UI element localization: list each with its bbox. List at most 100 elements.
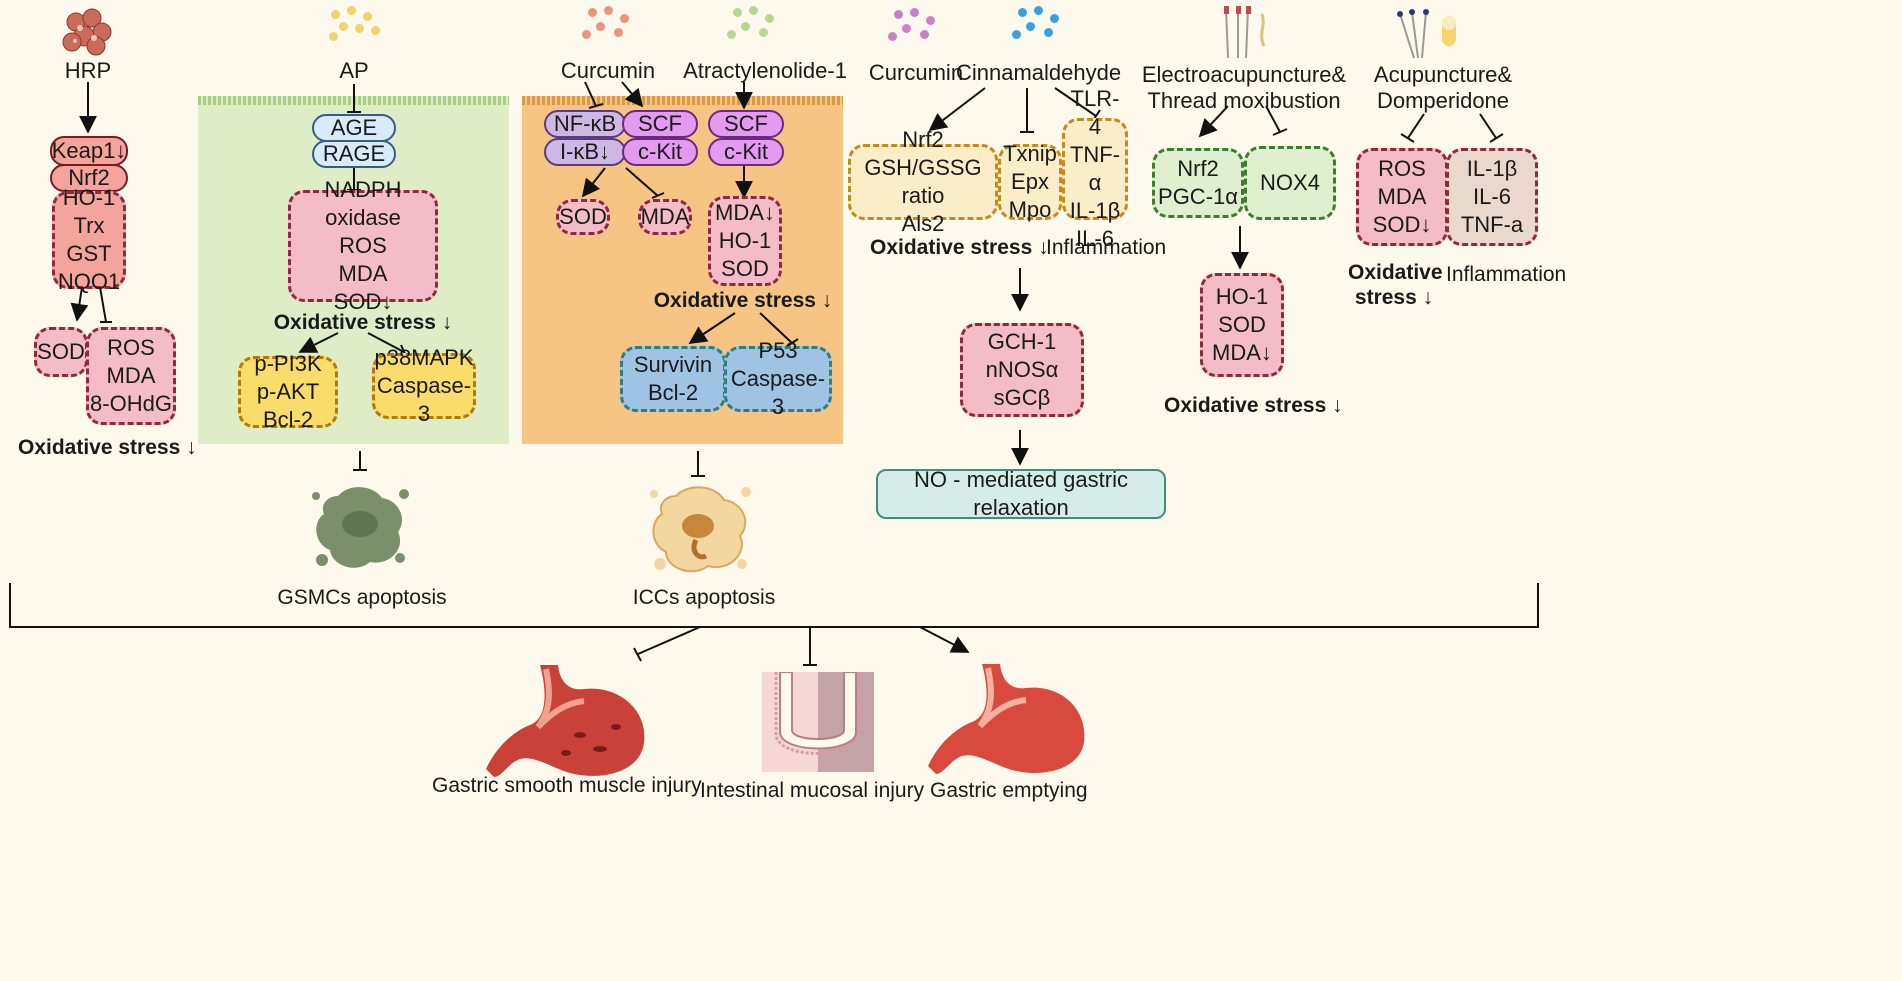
target-item: Trx xyxy=(73,213,105,238)
marker-item: SOD xyxy=(721,256,769,281)
intestinal-mucosal-injury-label: Intestinal mucosal injury xyxy=(700,779,925,802)
curcumin-particles-icon xyxy=(580,6,640,39)
marker-item: Nrf2 xyxy=(902,127,944,152)
tlr4-cytokines-box: TLR-4 TNF-α IL-1β IL-6 xyxy=(1062,86,1128,251)
atractylenolide-particles-icon xyxy=(725,6,785,39)
marker-item: MDA↓ xyxy=(1212,340,1272,365)
pi3k-akt-box: p-PI3K p-AKT Bcl-2 xyxy=(238,351,338,432)
gsmc-apoptotic-cell-icon xyxy=(312,487,409,568)
txnip-box: Txnip Epx Mpo xyxy=(998,141,1062,222)
marker-item: NADPH oxidase xyxy=(324,177,402,230)
marker-item: TLR-4 xyxy=(1070,86,1120,139)
scf-pill-2: SCF xyxy=(708,110,784,138)
marker-item: Epx xyxy=(1011,169,1049,194)
marker-item: Txnip xyxy=(1003,141,1057,166)
marker-item: SOD xyxy=(1218,312,1266,337)
acupuncture-needles-icon xyxy=(1224,6,1266,59)
atractylenolide-label: Atractylenolide-1 xyxy=(683,58,847,83)
healthy-stomach-icon xyxy=(928,664,1085,774)
signal-item: Survivin xyxy=(633,352,713,377)
signal-item: p38MAPK xyxy=(374,345,474,370)
signal-item: p-PI3K xyxy=(254,351,322,376)
iccs-apoptosis-label: ICCs apoptosis xyxy=(632,586,776,609)
acupuncture-domperidone-label: Acupuncture& Domperidone xyxy=(1370,62,1516,114)
gastric-smooth-muscle-injury-label: Gastric smooth muscle injury xyxy=(432,774,702,797)
membrane-stripe xyxy=(522,96,843,105)
marker-item: IL-1β xyxy=(1069,198,1121,223)
marker-item: MDA xyxy=(106,363,156,388)
signal-item: Caspase-3 xyxy=(730,366,826,419)
cinnamaldehyde-label: Cinnamaldehyde xyxy=(956,60,1122,85)
marker-item: nNOSα xyxy=(985,357,1059,382)
ckit-pill-1: c-Kit xyxy=(622,138,698,166)
signal-item: Caspase-3 xyxy=(376,373,472,426)
marker-item: SOD↓ xyxy=(1372,212,1432,237)
oxidative-stress-label-col6: Oxidative stress ↓ xyxy=(1348,260,1443,310)
nrf2-targets-box: HO-1 Trx GST NQO1 xyxy=(52,185,126,294)
ap-label: AP xyxy=(339,58,369,83)
curcumin-particles-icon-col4 xyxy=(886,8,946,41)
mda-ho1-sod-box: MDA↓ HO-1 SOD xyxy=(708,196,782,286)
marker-item: MDA xyxy=(338,261,388,286)
marker-item: ROS xyxy=(339,233,387,258)
signal-item: P53 xyxy=(758,338,798,363)
source-line: Domperidone xyxy=(1376,88,1510,113)
marker-item: Nrf2 xyxy=(1177,156,1219,181)
marker-item: Mpo xyxy=(1008,197,1052,222)
icc-apoptotic-cell-icon xyxy=(650,486,751,573)
ho1-sod-mda-box: HO-1 SOD MDA↓ xyxy=(1200,273,1284,377)
mda-box-col3: MDA xyxy=(638,199,692,235)
nox4-box: NOX4 xyxy=(1244,146,1336,220)
ap-particles-icon xyxy=(325,6,385,41)
hrp-label: HRP xyxy=(64,58,112,83)
gsmcs-apoptosis-label: GSMCs apoptosis xyxy=(277,586,447,609)
target-item: GST xyxy=(66,241,112,266)
marker-item: GCH-1 xyxy=(987,329,1057,354)
inflammation-label-col4: Inflammation xyxy=(1046,236,1167,259)
oxidative-stress-label-col5: Oxidative stress ↓ xyxy=(1164,394,1343,417)
marker-item: IL-1β xyxy=(1466,156,1518,181)
curcumin-label-col3: Curcumin xyxy=(560,58,656,83)
source-line: Acupuncture& xyxy=(1373,62,1513,87)
scf-pill-1: SCF xyxy=(622,110,698,138)
marker-item: IL-6 xyxy=(1076,226,1114,251)
source-line: Electroacupuncture& xyxy=(1141,62,1347,87)
curcumin-label-col4: Curcumin xyxy=(868,60,964,85)
ros-mda-sod-box-col6: ROS MDA SOD↓ xyxy=(1356,148,1448,246)
keap1-pill: Keap1↓ xyxy=(50,136,128,166)
age-pill: AGE xyxy=(312,114,396,142)
marker-item: sGCβ xyxy=(993,385,1051,410)
marker-item: HO-1 xyxy=(1215,284,1269,309)
injured-stomach-icon xyxy=(486,665,645,777)
signal-item: Bcl-2 xyxy=(262,407,314,432)
cytokines-box-col6: IL-1β IL-6 TNF-a xyxy=(1446,148,1538,246)
marker-item: ROS xyxy=(1378,156,1426,181)
marker-item: TNF-α xyxy=(1069,142,1121,195)
marker-item: SOD↓ xyxy=(333,289,393,314)
marker-item: GSH/GSSG ratio xyxy=(864,155,982,208)
signal-item: Bcl-2 xyxy=(647,380,699,405)
outcome-line: stress ↓ xyxy=(1354,286,1434,309)
marker-item: TNF-a xyxy=(1460,212,1524,237)
sod-box-col3: SOD xyxy=(556,199,610,235)
p38mapk-box: p38MAPK Caspase-3 xyxy=(372,345,476,426)
electroacupuncture-label: Electroacupuncture& Thread moxibustion xyxy=(1136,62,1352,114)
target-item: HO-1 xyxy=(62,185,116,210)
marker-item: IL-6 xyxy=(1473,184,1511,209)
hrp-herb-icon xyxy=(62,8,112,56)
outcome-line: Oxidative xyxy=(1348,261,1443,284)
signal-item: p-AKT xyxy=(256,379,320,404)
sod-box-col1: SOD xyxy=(34,327,88,377)
nrf2-pgc1a-box: Nrf2 PGC-1α xyxy=(1152,148,1244,218)
source-line: Thread moxibustion xyxy=(1147,88,1341,113)
gastric-emptying-label: Gastric emptying xyxy=(930,779,1088,802)
rage-pill: RAGE xyxy=(312,140,396,168)
oxidative-stress-label-col3: Oxidative stress ↓ xyxy=(653,289,833,312)
target-item: NQO1 xyxy=(57,269,121,294)
oxidative-stress-label-col4: Oxidative stress ↓ xyxy=(870,236,1049,259)
intestinal-mucosa-icon xyxy=(762,672,874,772)
needle-and-capsule-icon xyxy=(1397,9,1456,59)
inflammation-label-col6: Inflammation xyxy=(1446,263,1567,286)
ros-markers-box-col1: ROS MDA 8-OHdG xyxy=(86,327,176,425)
nfkb-pill: NF-κB xyxy=(544,110,626,138)
